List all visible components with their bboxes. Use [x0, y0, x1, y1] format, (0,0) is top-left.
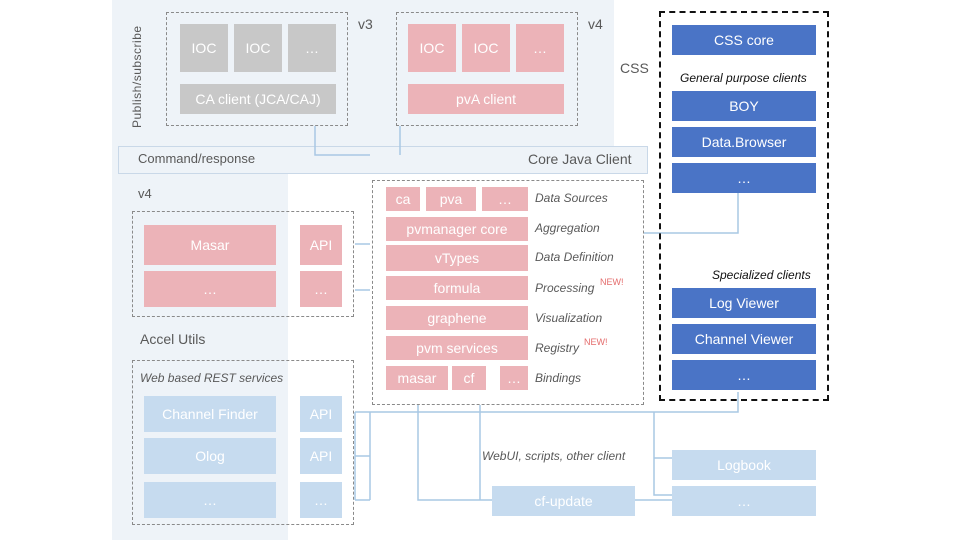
v4-ioc-1: IOC [408, 24, 456, 72]
log-viewer-box: Log Viewer [672, 288, 816, 318]
pva-client: pvA client [408, 84, 564, 114]
olog-api-box: API [300, 438, 342, 474]
masar-box: Masar [144, 225, 276, 265]
masar-more-api-box: … [300, 271, 342, 307]
v3-ioc-1: IOC [180, 24, 228, 72]
layer-aggregation: Aggregation [535, 221, 600, 235]
ca-client: CA client (JCA/CAJ) [180, 84, 336, 114]
css-label: CSS [620, 60, 649, 76]
databrowser-box: Data.Browser [672, 127, 816, 157]
publish-subscribe-label: Publish/subscribe [130, 25, 144, 128]
binding-more: … [500, 366, 528, 390]
general-purpose-label: General purpose clients [680, 71, 807, 85]
masar-more-box: … [144, 271, 276, 307]
pvm-services-box: pvm services [386, 336, 528, 360]
olog-box: Olog [144, 438, 276, 474]
layer-data-definition: Data Definition [535, 250, 614, 264]
channel-finder-box: Channel Finder [144, 396, 276, 432]
webui-label: WebUI, scripts, other client [482, 449, 626, 463]
layer-visualization: Visualization [535, 311, 603, 325]
layer-bindings: Bindings [535, 371, 582, 385]
connector-databrowser [644, 190, 739, 234]
binding-cf: cf [452, 366, 486, 390]
boy-box: BOY [672, 91, 816, 121]
core-java-stack [372, 180, 644, 405]
command-response-label: Command/response [138, 151, 256, 166]
v4-left-label: v4 [138, 186, 152, 201]
css-core-box: CSS core [672, 25, 816, 55]
graphene-box: graphene [386, 306, 528, 330]
specialized-more-box: … [672, 360, 816, 390]
accel-utils-label: Accel Utils [140, 331, 206, 347]
layer-data-sources: Data Sources [535, 191, 608, 205]
css-clients-group [659, 11, 829, 401]
ds-more: … [482, 187, 528, 211]
core-java-client-label: Core Java Client [528, 151, 632, 167]
connector-ca-client [314, 126, 370, 156]
channel-finder-api-box: API [300, 396, 342, 432]
formula-box: formula [386, 276, 528, 300]
channel-viewer-box: Channel Viewer [672, 324, 816, 354]
v3-label: v3 [358, 16, 373, 32]
registry-new-badge: NEW! [584, 337, 608, 347]
v4-top-label: v4 [588, 16, 603, 32]
logbook-more-box: … [672, 486, 816, 516]
masar-group [132, 211, 354, 317]
cf-update-box: cf-update [492, 486, 635, 516]
connector-rest-bus [355, 392, 739, 413]
v4-ioc-more: … [516, 24, 564, 72]
binding-masar: masar [386, 366, 448, 390]
rest-more-box: … [144, 482, 276, 518]
layer-registry: Registry [535, 341, 580, 355]
specialized-label: Specialized clients [712, 268, 811, 282]
v3-ioc-2: IOC [234, 24, 282, 72]
ds-pva: pva [426, 187, 476, 211]
v4-group [396, 12, 578, 126]
processing-new-badge: NEW! [600, 277, 624, 287]
v3-group [166, 12, 348, 126]
v4-ioc-2: IOC [462, 24, 510, 72]
general-more-box: … [672, 163, 816, 193]
pvmanager-core: pvmanager core [386, 217, 528, 241]
masar-api-box: API [300, 225, 342, 265]
web-rest-label: Web based REST services [140, 371, 284, 385]
layer-processing: Processing [535, 281, 595, 295]
rest-services-group [132, 360, 354, 525]
command-response-header [118, 146, 648, 174]
vtypes-box: vTypes [386, 245, 528, 271]
logbook-box: Logbook [672, 450, 816, 480]
v3-ioc-more: … [288, 24, 336, 72]
rest-more-api-box: … [300, 482, 342, 518]
ds-ca: ca [386, 187, 420, 211]
